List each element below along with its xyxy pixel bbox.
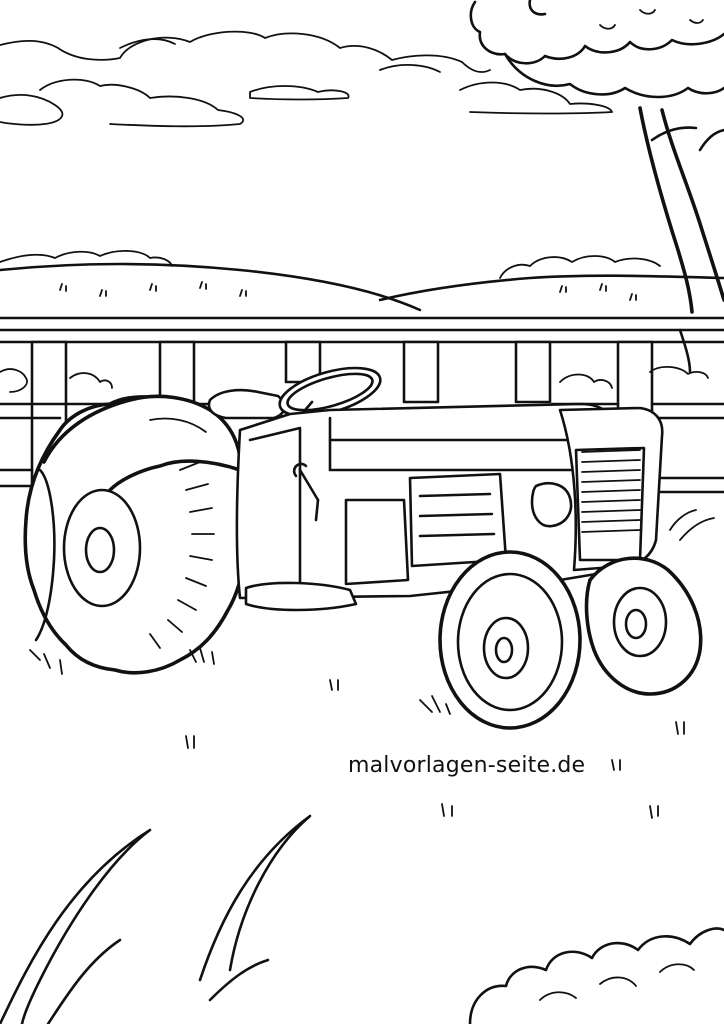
- clouds: [0, 30, 613, 128]
- tractor: [23, 366, 703, 730]
- hills: [0, 250, 724, 312]
- watermark-text: malvorlagen-seite.de: [348, 753, 586, 778]
- tree: [469, 0, 724, 374]
- grass: [0, 509, 724, 1024]
